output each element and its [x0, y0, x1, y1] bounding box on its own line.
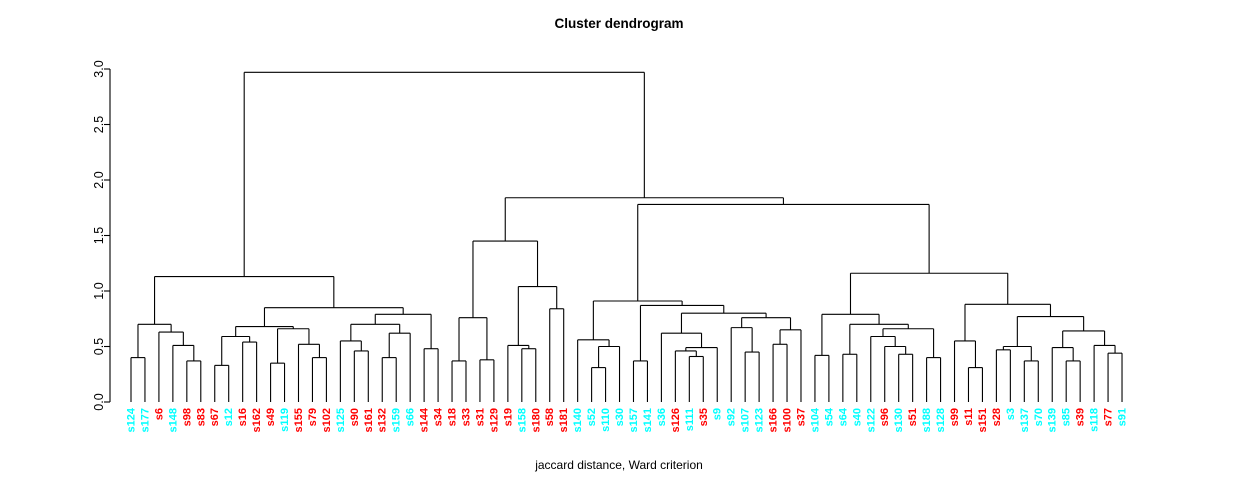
- leaf-label: s11: [963, 408, 975, 426]
- leaf-label: s98: [181, 408, 193, 426]
- leaf-label: s30: [614, 408, 626, 426]
- y-axis-tick-label: 1.0: [92, 282, 106, 299]
- leaf-label: s119: [279, 408, 291, 432]
- leaf-label: s77: [1103, 408, 1115, 426]
- leaf-label: s166: [768, 408, 780, 432]
- leaf-label: s162: [251, 408, 263, 432]
- leaf-label: s128: [935, 408, 947, 432]
- leaf-label: s137: [1019, 408, 1031, 432]
- leaf-label: s19: [502, 408, 514, 426]
- leaf-label: s51: [907, 408, 919, 426]
- leaf-label: s144: [419, 407, 431, 432]
- leaf-label: s3: [1005, 408, 1017, 420]
- leaf-label: s9: [712, 408, 724, 420]
- leaf-label: s124: [126, 407, 138, 432]
- leaf-label: s100: [782, 408, 794, 432]
- leaf-label: s122: [865, 408, 877, 432]
- leaf-label: s85: [1061, 408, 1073, 426]
- y-axis-tick-label: 1.5: [92, 227, 106, 244]
- y-axis-tick-label: 0.5: [92, 338, 106, 355]
- leaf-label: s33: [460, 408, 472, 426]
- leaf-label: s123: [754, 408, 766, 432]
- leaf-label: s130: [893, 408, 905, 432]
- leaf-label: s132: [377, 408, 389, 432]
- leaf-label: s139: [1047, 408, 1059, 432]
- leaf-label: s16: [237, 408, 249, 426]
- leaf-label: s18: [447, 408, 459, 426]
- leaf-label: s52: [586, 408, 598, 426]
- plot-title: Cluster dendrogram: [554, 16, 684, 31]
- leaf-label: s37: [795, 408, 807, 426]
- leaf-label: s181: [558, 408, 570, 432]
- leaf-label: s31: [474, 408, 486, 426]
- leaf-label: s177: [139, 408, 151, 432]
- leaf-label: s49: [265, 408, 277, 426]
- leaf-label: s102: [321, 408, 333, 432]
- leaf-label: s66: [405, 408, 417, 426]
- leaf-label: s39: [1075, 408, 1087, 426]
- leaf-label: s96: [879, 408, 891, 426]
- y-axis-tick-label: 3.0: [92, 60, 106, 77]
- leaf-label: s34: [433, 407, 445, 426]
- leaf-label: s111: [684, 408, 696, 431]
- leaf-label: s141: [642, 408, 654, 432]
- leaf-label: s64: [837, 407, 849, 426]
- leaf-label: s90: [349, 408, 361, 426]
- leaf-label: s36: [656, 408, 668, 426]
- leaf-label: s58: [544, 408, 556, 426]
- leaf-label: s129: [488, 408, 500, 432]
- leaf-label: s158: [516, 408, 528, 432]
- leaf-label: s159: [391, 408, 403, 432]
- leaf-label: s28: [991, 408, 1003, 426]
- leaf-label: s155: [293, 408, 305, 432]
- leaf-label: s12: [223, 408, 235, 426]
- leaf-label: s70: [1033, 408, 1045, 426]
- leaf-label: s188: [921, 408, 933, 432]
- leaf-label: s118: [1089, 408, 1101, 432]
- leaf-label: s126: [670, 408, 682, 432]
- leaf-label: s67: [209, 408, 221, 426]
- y-axis-tick-label: 2.0: [92, 171, 106, 188]
- y-axis: 0.0 0.5 1.0 1.5 2.0 2.5 3.0: [92, 60, 111, 411]
- leaf-label: s79: [307, 408, 319, 426]
- leaf-label: s91: [1117, 408, 1129, 426]
- leaf-label: s180: [530, 408, 542, 432]
- leaf-label: s148: [167, 408, 179, 432]
- leaf-label: s125: [335, 408, 347, 432]
- y-axis-tick-label: 2.5: [92, 116, 106, 133]
- leaf-label: s140: [572, 408, 584, 432]
- leaf-label: s92: [726, 408, 738, 426]
- leaf-label: s99: [949, 408, 961, 426]
- y-axis-tick-label: 0.0: [92, 393, 106, 410]
- leaf-label: s107: [740, 408, 752, 432]
- leaf-label: s104: [809, 407, 821, 432]
- leaf-label: s40: [851, 408, 863, 426]
- leaf-label: s6: [153, 408, 165, 420]
- leaf-label: s110: [600, 408, 612, 432]
- dendrogram-tree: [130, 71, 1123, 402]
- leaf-label: s151: [977, 408, 989, 432]
- leaf-label: s157: [628, 408, 640, 432]
- leaf-label: s35: [698, 408, 710, 426]
- leaf-label: s83: [195, 408, 207, 426]
- plot-caption: jaccard distance, Ward criterion: [535, 458, 703, 472]
- leaf-label: s161: [363, 408, 375, 432]
- leaf-label: s54: [823, 407, 835, 426]
